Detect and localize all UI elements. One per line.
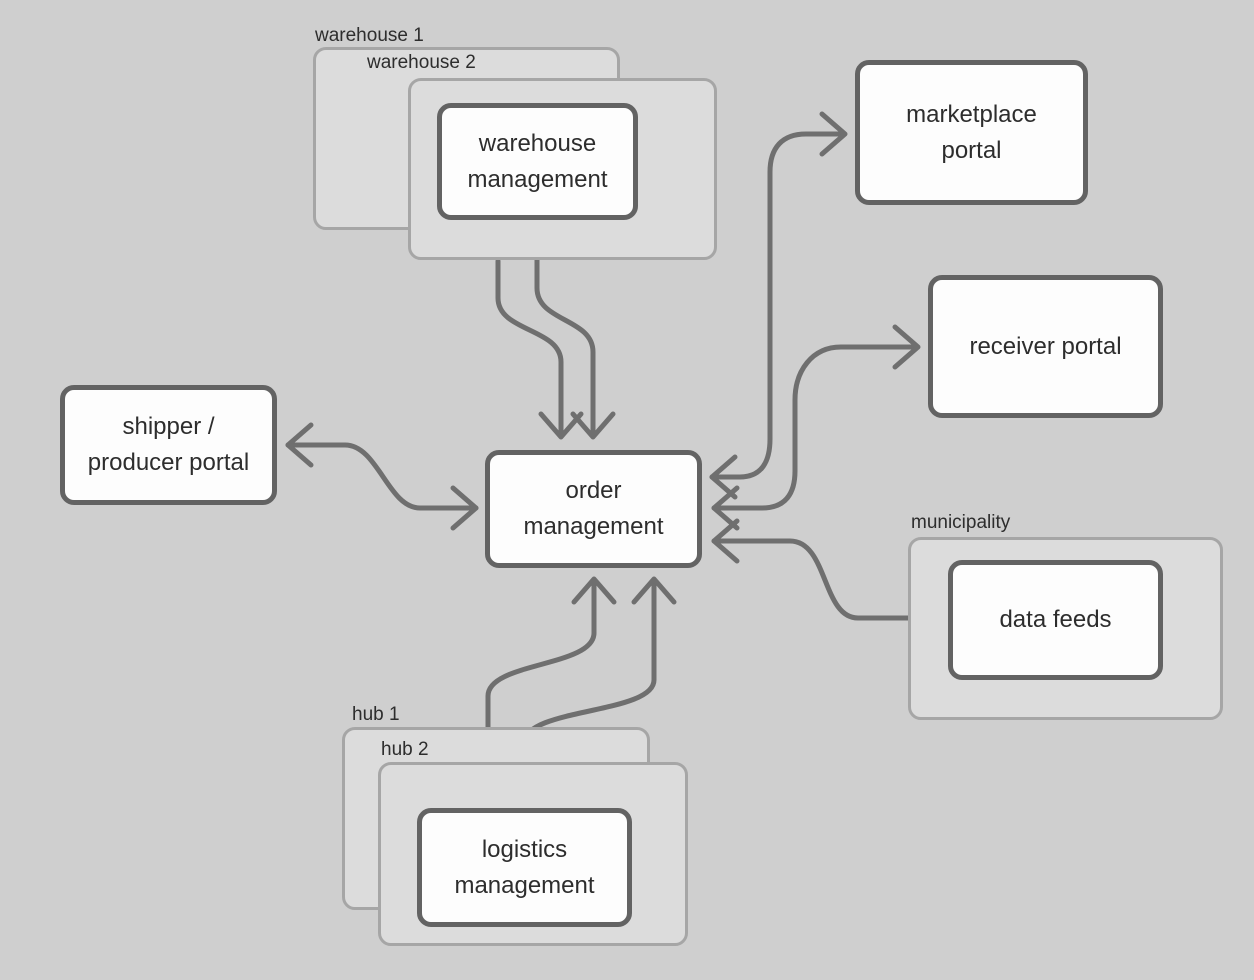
arrowhead-icon xyxy=(538,411,584,440)
arrowhead-icon xyxy=(819,111,848,157)
arrowhead-icon xyxy=(711,485,740,531)
node-marketplace-portal[interactable]: marketplace portal xyxy=(855,60,1088,205)
node-label: receiver portal xyxy=(969,332,1122,360)
node-label: management xyxy=(523,513,664,540)
arrowhead-icon xyxy=(571,576,617,605)
edge-order-warehouse[interactable] xyxy=(534,235,596,437)
node-label: management xyxy=(454,871,595,899)
node-label: portal xyxy=(941,136,1002,164)
node-label: warehouse xyxy=(478,129,597,157)
group-label-warehouse-1[interactable]: warehouse 1 xyxy=(315,25,424,46)
arrowhead-icon xyxy=(450,485,479,531)
arrowhead-icon xyxy=(570,411,616,440)
arrowhead-icon xyxy=(711,518,740,564)
edge-order-marketplace[interactable] xyxy=(709,131,844,480)
node-label: marketplace xyxy=(906,100,1037,128)
node-receiver-portal[interactable]: receiver portal xyxy=(928,275,1163,418)
node-label: management xyxy=(467,165,608,193)
node-label: producer portal xyxy=(87,449,250,476)
edge-order-datafeeds[interactable] xyxy=(711,538,934,621)
edge-shipper-order[interactable] xyxy=(285,442,479,511)
node-logistics-management[interactable]: logistics management xyxy=(417,808,632,927)
arrowhead-icon xyxy=(631,576,677,605)
group-label-hub-1[interactable]: hub 1 xyxy=(352,704,400,725)
node-data-feeds[interactable]: data feeds xyxy=(948,560,1163,680)
arrowhead-icon xyxy=(709,454,738,500)
edge-order-receiver[interactable] xyxy=(711,344,917,511)
group-label-warehouse-2[interactable]: warehouse 2 xyxy=(367,52,476,73)
group-label-municipality[interactable]: municipality xyxy=(911,512,1011,533)
node-label: data feeds xyxy=(999,606,1112,633)
node-order-management[interactable]: order management xyxy=(485,450,702,568)
node-label: shipper / xyxy=(122,413,215,440)
node-warehouse-management[interactable]: warehouse management xyxy=(437,103,638,220)
node-label: order xyxy=(565,477,622,504)
arrowhead-icon xyxy=(892,324,921,370)
group-label-hub-2[interactable]: hub 2 xyxy=(381,739,429,760)
arrowhead-icon xyxy=(285,422,314,468)
node-shipper-producer-portal[interactable]: shipper / producer portal xyxy=(60,385,277,505)
node-label: logistics xyxy=(481,835,568,863)
edge-warehouse-to-order[interactable] xyxy=(495,258,564,437)
